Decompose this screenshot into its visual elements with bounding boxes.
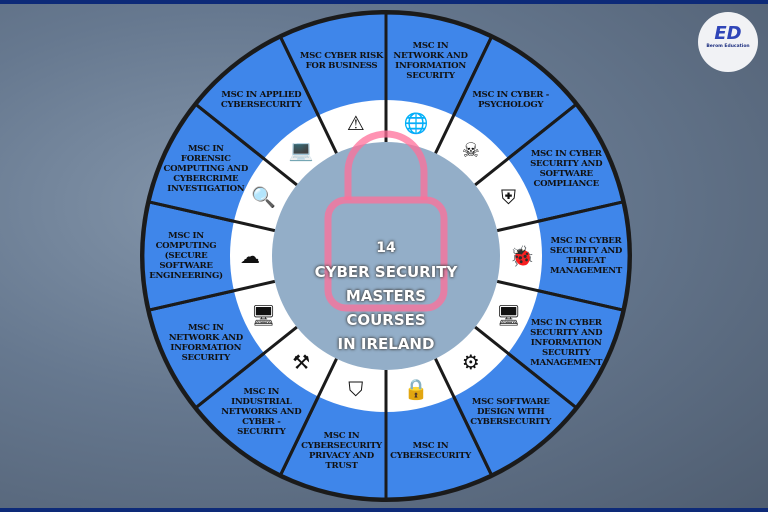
course-count: 14 [376,240,396,256]
course-label: MSC IN APPLIED CYBERSECURITY [220,89,302,110]
center-circle [272,142,500,370]
course-label: MSC IN CYBER - PSYCHOLOGY [472,89,550,110]
code-window-gear-icon: ⚙ [461,350,480,375]
lock-shackle-glow [344,130,428,200]
logo-mark: ED [714,23,742,44]
segment-divider [474,325,577,409]
brand-logo: ED Berom Education [698,12,758,72]
bottom-bar [0,508,768,512]
segment-divider [496,279,624,312]
course-label: MSC IN INDUSTRIAL NETWORKS AND CYBER -SE… [221,387,302,438]
title-line-3: IN IRELAND [337,335,435,353]
monitor-lock-folders-icon: 🖥 [495,303,522,327]
course-label: MSC SOFTWARE DESIGN WITH CYBERSECURITY [470,397,552,428]
lock-body-glow [324,196,448,312]
segment-divider [279,36,338,154]
cloud-server-icon: ☁ [240,244,260,268]
top-bar [0,0,768,4]
monitor-lock-folders-icon: 🖥 [250,303,277,327]
center-title: 14 CYBER SECURITY MASTERS COURSES IN IRE… [276,236,496,356]
shield-lock-icon: ⛉ [348,376,364,401]
course-label: MSC IN CYBER SECURITY AND THREAT MANAGEM… [549,236,623,276]
course-label: MSC IN FORENSIC COMPUTING AND CYBERCRIME… [163,144,249,195]
segment-divider [148,200,276,233]
course-label: MSC IN NETWORK AND INFORMATION SECURITY [393,41,468,81]
robot-arm-icon: ⚒ [292,350,311,375]
segment-divider [148,279,276,312]
course-label: MSC CYBER RISK FOR BUSINESS [299,51,384,71]
hacker-icon: ☠ [461,137,480,162]
course-label: MSC IN COMPUTING (SECURE SOFTWARE ENGINE… [149,231,223,281]
course-label: MSC IN CYBER SECURITY AND INFORMATION SE… [530,317,603,368]
course-label: MSC IN NETWORK AND INFORMATION SECURITY [168,322,244,363]
warning-icon: ⚠ [346,111,365,136]
title-line-1: CYBER SECURITY MASTERS [314,263,458,305]
computer-bug-icon: 🐞 [509,244,535,268]
segment-divider [195,325,298,409]
laptop-shield-icon: 💻 [288,137,314,162]
logo-text: Berom Education [706,44,750,49]
course-label: MSC IN CYBERSECURITY [390,440,471,461]
code-window-shield-icon: ⛨ [501,184,517,209]
segment-divider [279,358,338,476]
globe-network-lock-icon: 🌐 [403,111,429,136]
title-line-2: COURSES [346,311,426,329]
segment-divider [195,103,298,187]
segment-divider [434,36,493,154]
segment-divider [496,200,624,233]
segment-divider [474,103,577,187]
circuit-lock-icon: 🔒 [403,376,429,401]
fingerprint-magnifier-icon: 🔍 [251,184,276,209]
course-label: MSC IN CYBER SECURITY AND SOFTWARE COMPL… [530,149,603,190]
segment-divider [434,358,493,476]
course-label: MSC IN CYBERSECURITY PRIVACY AND TRUST [301,430,382,471]
